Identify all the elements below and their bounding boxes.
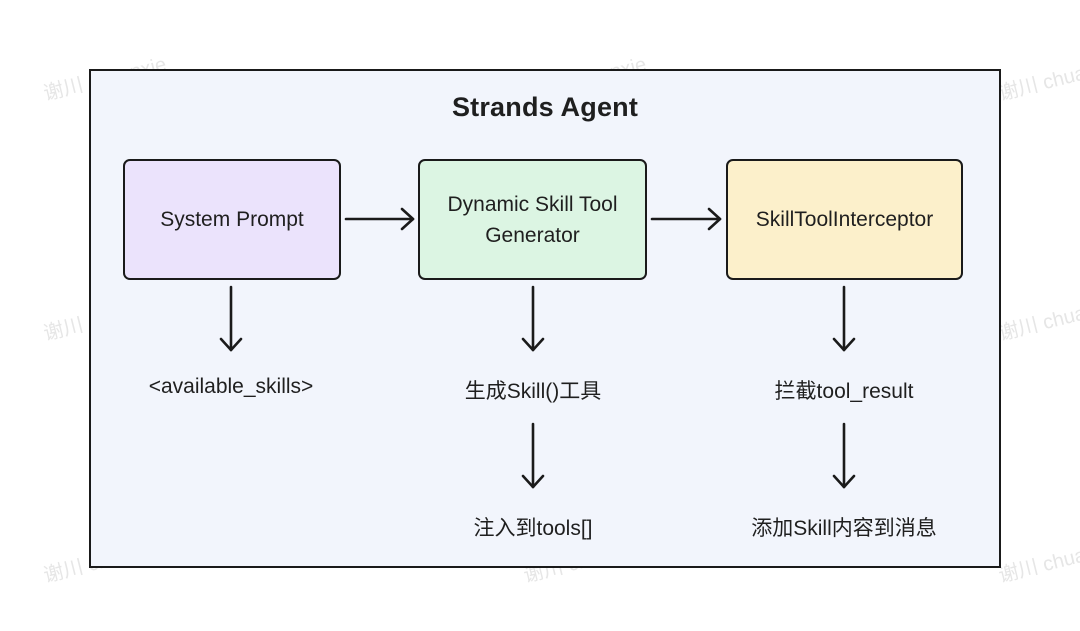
edge-system-prompt-to-available-skills [219, 285, 243, 352]
label-inject-into-tools: 注入到tools[] [473, 517, 593, 540]
diagram-title: Strands Agent [451, 92, 639, 122]
node-system-prompt: System Prompt [123, 159, 341, 280]
label-available-skills: <available_skills> [148, 375, 314, 398]
edge-interceptor-to-intercept-tool-result [832, 285, 856, 352]
agent-frame [89, 69, 1001, 568]
node-skill-tool-interceptor: SkillToolInterceptor [726, 159, 963, 280]
label-append-skill-content: 添加Skill内容到消息 [751, 517, 937, 540]
node-dynamic-skill-tool-generator: Dynamic Skill Tool Generator [418, 159, 647, 280]
edge-system-prompt-to-generator [344, 207, 415, 231]
edge-generator-to-interceptor [650, 207, 722, 231]
edge-generate-skill-tool-to-inject [521, 422, 545, 489]
edge-intercept-to-append [832, 422, 856, 489]
label-intercept-tool-result: 拦截tool_result [774, 380, 914, 403]
edge-generator-to-generate-skill-tool [521, 285, 545, 352]
label-generate-skill-tool: 生成Skill()工具 [464, 380, 602, 403]
